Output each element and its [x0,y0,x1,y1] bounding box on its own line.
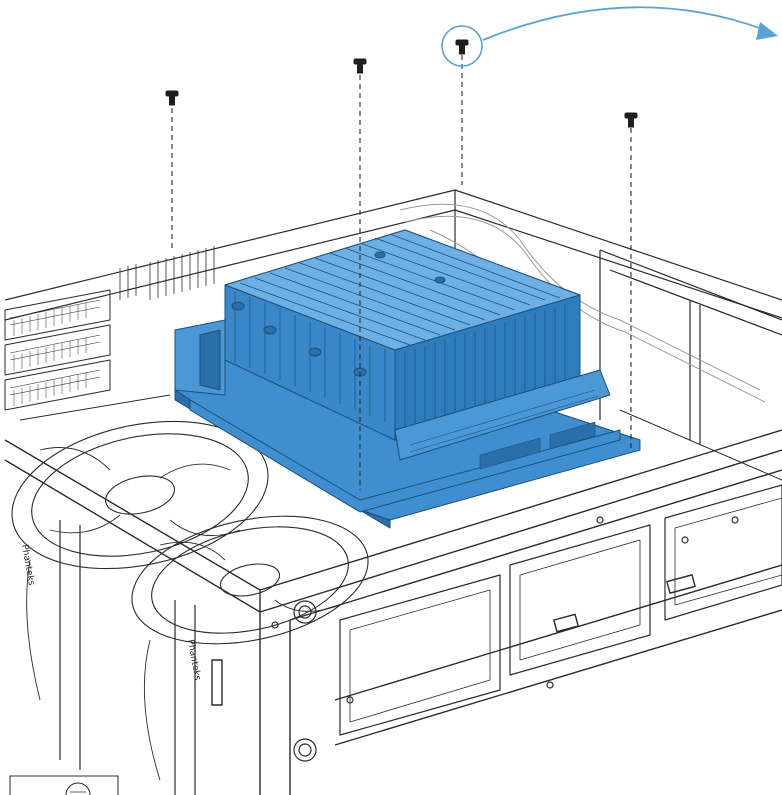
screw-icon [353,58,367,74]
screw-guides [171,55,632,490]
fans [11,420,369,795]
chassis-front-panel [259,469,782,795]
screw-1 [165,90,179,106]
highlighted-cpu-cooler-assembly [174,229,641,529]
screw-3 [455,39,469,55]
assembly-board [189,399,621,513]
fan-right [131,515,369,645]
fan-label-2: Phanteks [185,639,202,682]
assembly-ram-bar [394,369,611,461]
screw-4 [624,112,638,128]
screw-2 [353,58,367,74]
pcie-slot-covers [4,289,111,411]
heatsink-fins [239,233,561,346]
screw-icon [455,39,469,55]
front-panel-cutouts [339,484,782,736]
screw-callout [441,6,778,67]
screw-icon [624,112,638,128]
curved-arrow-icon [482,6,766,41]
arrow-head [756,22,778,40]
callout-circle [441,25,483,67]
chassis [4,189,782,795]
inset-box [9,775,119,795]
back-vents [119,246,215,300]
screw-icon [165,90,179,106]
fan-frame [59,520,196,795]
heatpipe-caps [231,251,446,377]
chassis-floor [19,394,782,481]
fan-left [11,420,269,570]
latches [211,574,696,706]
front-holes [271,516,739,762]
chassis-right-wall [454,210,782,445]
